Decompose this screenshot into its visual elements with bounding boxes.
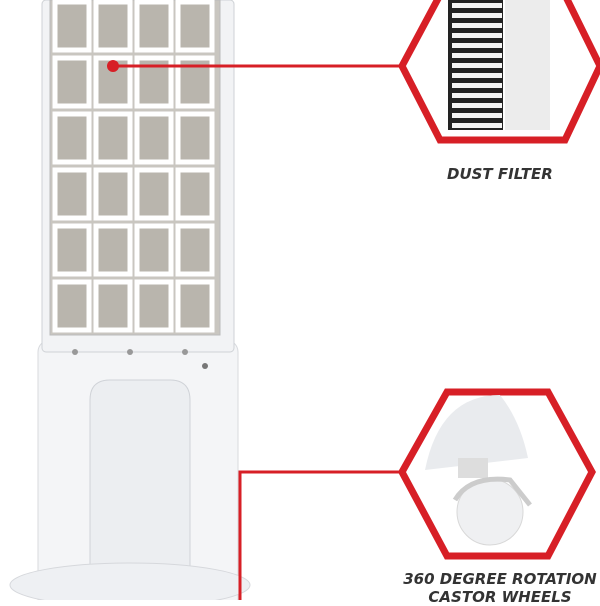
castor-wheels-label: 360 DEGREE ROTATION CASTOR WHEELS (400, 570, 600, 606)
castor-label-line1: 360 DEGREE ROTATION (403, 570, 597, 588)
castor-label-line2: CASTOR WHEELS (428, 588, 572, 606)
castor-wheels-callout (238, 388, 596, 600)
dust-filter-label: DUST FILTER (447, 165, 553, 183)
dust-filter-grille (52, 0, 215, 333)
air-cooler-body (9, 0, 251, 600)
dust-filter-callout (107, 0, 600, 144)
callout-dot (107, 60, 119, 72)
